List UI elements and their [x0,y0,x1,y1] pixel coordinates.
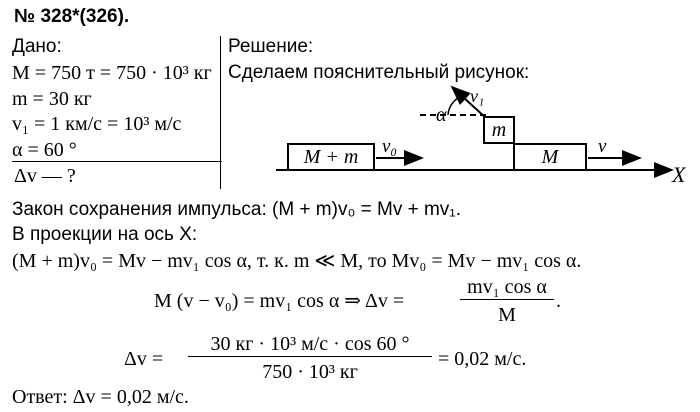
given-line-angle: α = 60 ° [12,139,77,161]
velocity-v0-label: v₀ [382,136,397,157]
velocity-v-label: v [598,136,607,157]
block-small [483,116,515,144]
calc-fraction-bar [188,356,432,357]
calc-result: = 0,02 м/с. [438,348,527,370]
projection-equation: (M + m)v₀ = Mv − mv₁ cos α, т. к. m ≪ M,… [12,250,582,272]
angle-alpha-label: α [436,104,447,126]
block-combined [287,143,375,171]
calc-numerator: 30 кг · 10³ м/с · cos 60 ° [210,333,410,355]
velocity-v1-label: v₁ [470,86,484,106]
given-divider [12,161,222,162]
calc-denominator: 750 · 10³ кг [262,361,358,383]
velocity-v1-arrow [450,85,487,119]
block-combined-label: M + m [303,146,359,168]
answer: Ответ: Δv = 0,02 м/с. [12,386,189,408]
axis-x-label: X [671,162,687,187]
derivation-fraction-bar [460,299,554,300]
momentum-law: Закон сохранения импульса: (M + m)v₀ = M… [12,199,461,220]
derivation-end: . [556,290,561,312]
block-large [513,143,587,171]
explanatory-figure: X M + m v₀ M v α v₁ m [276,85,687,187]
calc-lhs: Δv = [124,348,164,370]
problem-number: № 328*(326). [14,6,130,27]
given-header: Дано: [12,36,62,57]
given-find: Δv — ? [14,165,76,187]
given-line-mass: M = 750 т = 750 · 10³ кг [12,62,212,84]
given-line-small-mass: m = 30 кг [12,88,92,110]
given-vertical-divider [220,36,221,189]
projection-header: В проекции на ось X: [12,224,198,245]
block-large-label: M [541,146,560,168]
solution-header: Решение: [228,36,314,57]
solution-intro: Сделаем пояснительный рисунок: [228,62,530,83]
given-line-velocity: v₁ = 1 км/с = 10³ м/с [12,113,182,135]
derivation-numerator: mv₁ cos α [467,276,547,298]
angle-arc [447,97,459,116]
derivation-denominator: M [498,304,516,326]
derivation-lhs: M (v − v₀) = mv₁ cos α ⇒ Δv = [154,290,405,312]
block-small-label: m [492,119,506,141]
